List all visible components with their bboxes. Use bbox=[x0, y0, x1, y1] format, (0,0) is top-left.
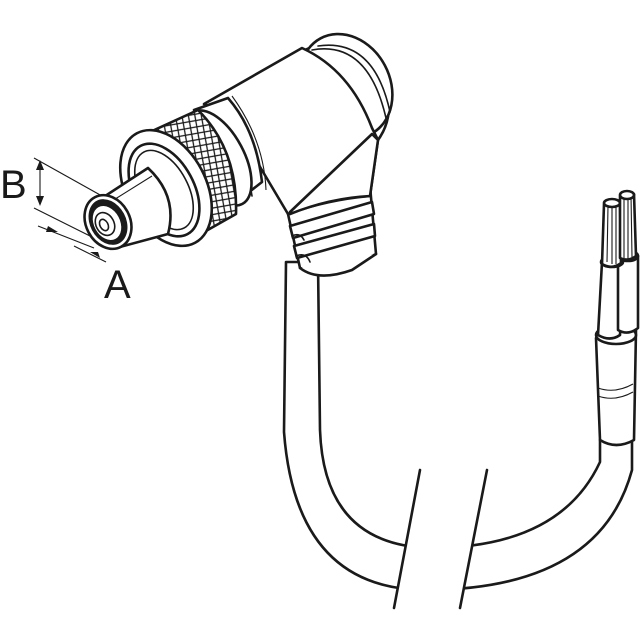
connector-housing bbox=[202, 32, 394, 216]
cable bbox=[282, 260, 634, 592]
label-a: A bbox=[104, 263, 131, 307]
bare-conductors bbox=[600, 189, 638, 269]
plug-barrel bbox=[83, 166, 172, 251]
cable-jacket-end bbox=[594, 324, 638, 447]
label-b: B bbox=[0, 163, 27, 207]
dimension-a: A bbox=[37, 225, 131, 307]
dimension-b: B bbox=[0, 157, 103, 237]
cable-break-marker bbox=[392, 468, 489, 610]
